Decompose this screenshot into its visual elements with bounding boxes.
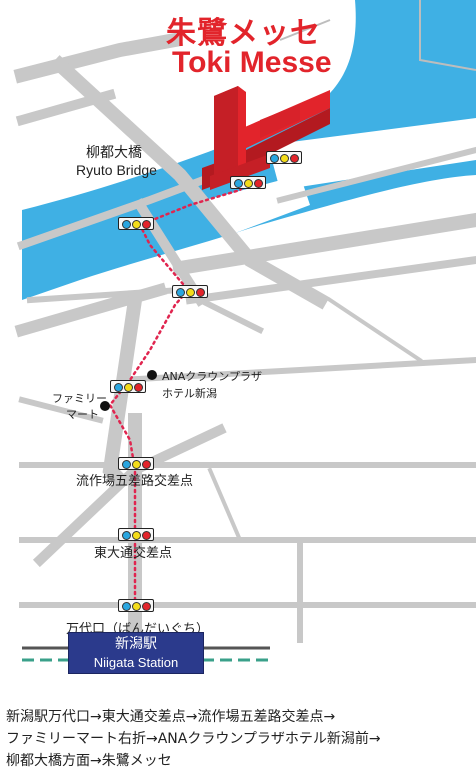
familymart-marker [100,401,110,411]
route-line-3: 柳都大橋方面→朱鷺メッセ [6,753,172,769]
niigata-station-box: 新潟駅 Niigata Station [68,632,204,674]
traffic-signal-icon [118,217,154,230]
traffic-signal-icon [118,599,154,612]
hotel-label-line1: ANAクラウンプラザ [162,370,262,383]
pier-land-lower [205,175,310,235]
pier-land [268,118,476,190]
familymart-label-line2: マート [66,408,99,421]
hotel-marker [147,370,157,380]
familymart-label-line1: ファミリー [52,392,107,405]
station-name-english: Niigata Station [93,655,179,670]
intersection-ryusakuba-label: 流作場五差路交差点 [76,474,194,489]
traffic-signal-icon [118,528,154,541]
traffic-signal-icon [118,457,154,470]
intersection-higashiodori-label: 東大通交差点 [94,546,173,561]
traffic-signal-icon [110,380,146,393]
toki-messe-building [202,86,330,190]
bridge-label-english: Ryuto Bridge [76,162,157,178]
route-line-1: 新潟駅万代口→東大通交差点→流作場五差路交差点→ [6,709,336,725]
traffic-signal-icon [230,176,266,189]
route-directions: 新潟駅万代口→東大通交差点→流作場五差路交差点→ ファミリーマート右折→ANAク… [6,706,381,772]
title-english: Toki Messe [172,46,332,79]
station-name-japanese: 新潟駅 [115,636,157,652]
map [13,0,476,662]
coast-outline [279,0,476,71]
traffic-signal-icon [266,151,302,164]
traffic-signal-icon [172,285,208,298]
hotel-label-line2: ホテル新潟 [162,387,217,400]
bridge-label-japanese: 柳都大橋 [86,145,142,161]
title-japanese: 朱鷺メッセ [166,16,321,51]
road-network [13,31,476,647]
route-line-2: ファミリーマート右折→ANAクラウンプラザホテル新潟前→ [6,731,381,747]
